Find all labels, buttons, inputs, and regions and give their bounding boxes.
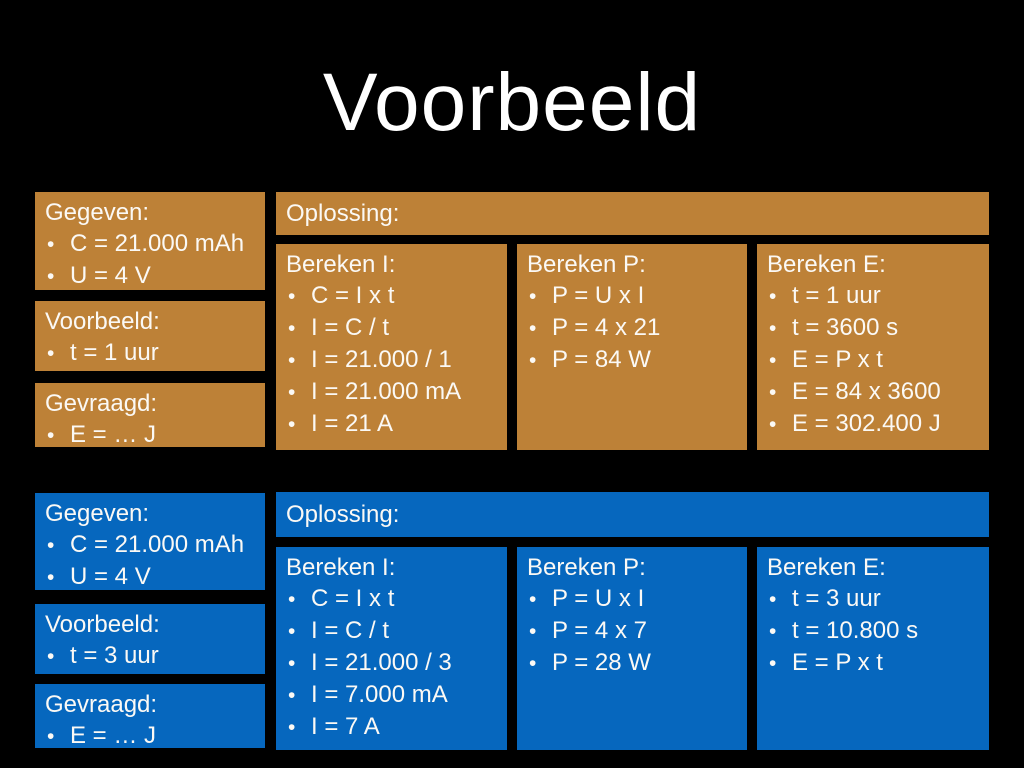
given-item: U = 4 V	[45, 260, 255, 290]
given-item: U = 4 V	[45, 561, 255, 590]
calc-power-box-1: Bereken P: P = U x I P = 4 x 21 P = 84 W	[517, 244, 747, 450]
solution-header-1: Oplossing:	[276, 192, 989, 235]
given-item: C = 21.000 mAh	[45, 228, 255, 260]
calc-step: E = P x t	[767, 647, 979, 679]
solution-heading: Oplossing:	[286, 200, 400, 227]
calc-step: E = P x t	[767, 344, 979, 376]
calc-step: P = U x I	[527, 583, 737, 615]
calc-step: I = 7.000 mA	[286, 679, 497, 711]
calc-step: P = 84 W	[527, 344, 737, 376]
calc-heading: Bereken P:	[527, 251, 646, 278]
calc-heading: Bereken I:	[286, 554, 396, 581]
calc-step: P = 28 W	[527, 647, 737, 679]
asked-heading: Gevraagd:	[45, 390, 158, 417]
calc-step: I = 21.000 mA	[286, 376, 497, 408]
calc-step: t = 1 uur	[767, 280, 979, 312]
calc-heading: Bereken E:	[767, 554, 886, 581]
given-box-1: Gegeven: C = 21.000 mAh U = 4 V	[35, 192, 265, 290]
calc-step: I = 21.000 / 1	[286, 344, 497, 376]
calc-step: t = 10.800 s	[767, 615, 979, 647]
example-heading: Voorbeeld:	[45, 611, 160, 638]
calc-step: P = 4 x 21	[527, 312, 737, 344]
calc-step: P = 4 x 7	[527, 615, 737, 647]
asked-item: E = … J	[45, 419, 255, 447]
asked-box-1: Gevraagd: E = … J	[35, 383, 265, 447]
calc-heading: Bereken E:	[767, 251, 886, 278]
given-heading: Gegeven:	[45, 199, 150, 226]
calc-heading: Bereken P:	[527, 554, 646, 581]
calc-step: I = 7 A	[286, 711, 497, 743]
example-item: t = 1 uur	[45, 337, 255, 369]
calc-energy-box-2: Bereken E: t = 3 uur t = 10.800 s E = P …	[757, 547, 989, 750]
calc-step: E = 302.400 J	[767, 408, 979, 440]
calc-current-box-2: Bereken I: C = I x t I = C / t I = 21.00…	[276, 547, 507, 750]
asked-box-2: Gevraagd: E = … J	[35, 684, 265, 748]
calc-step: I = C / t	[286, 312, 497, 344]
asked-item: E = … J	[45, 720, 255, 748]
calc-step: I = 21.000 / 3	[286, 647, 497, 679]
calc-step: P = U x I	[527, 280, 737, 312]
asked-heading: Gevraagd:	[45, 691, 158, 718]
example-heading: Voorbeeld:	[45, 308, 160, 335]
calc-step: t = 3600 s	[767, 312, 979, 344]
calc-heading: Bereken I:	[286, 251, 396, 278]
given-item: C = 21.000 mAh	[45, 529, 255, 561]
example-box-1: Voorbeeld: t = 1 uur	[35, 301, 265, 371]
calc-step: I = C / t	[286, 615, 497, 647]
given-heading: Gegeven:	[45, 500, 150, 527]
calc-energy-box-1: Bereken E: t = 1 uur t = 3600 s E = P x …	[757, 244, 989, 450]
calc-step: C = I x t	[286, 280, 497, 312]
example-item: t = 3 uur	[45, 640, 255, 672]
calc-step: I = 21 A	[286, 408, 497, 440]
slide-title: Voorbeeld	[322, 57, 702, 148]
calc-power-box-2: Bereken P: P = U x I P = 4 x 7 P = 28 W	[517, 547, 747, 750]
calc-step: E = 84 x 3600	[767, 376, 979, 408]
solution-header-2: Oplossing:	[276, 492, 989, 537]
calc-step: C = I x t	[286, 583, 497, 615]
calc-current-box-1: Bereken I: C = I x t I = C / t I = 21.00…	[276, 244, 507, 450]
calc-step: t = 3 uur	[767, 583, 979, 615]
example-box-2: Voorbeeld: t = 3 uur	[35, 604, 265, 674]
solution-heading: Oplossing:	[286, 501, 400, 528]
given-box-2: Gegeven: C = 21.000 mAh U = 4 V	[35, 493, 265, 590]
